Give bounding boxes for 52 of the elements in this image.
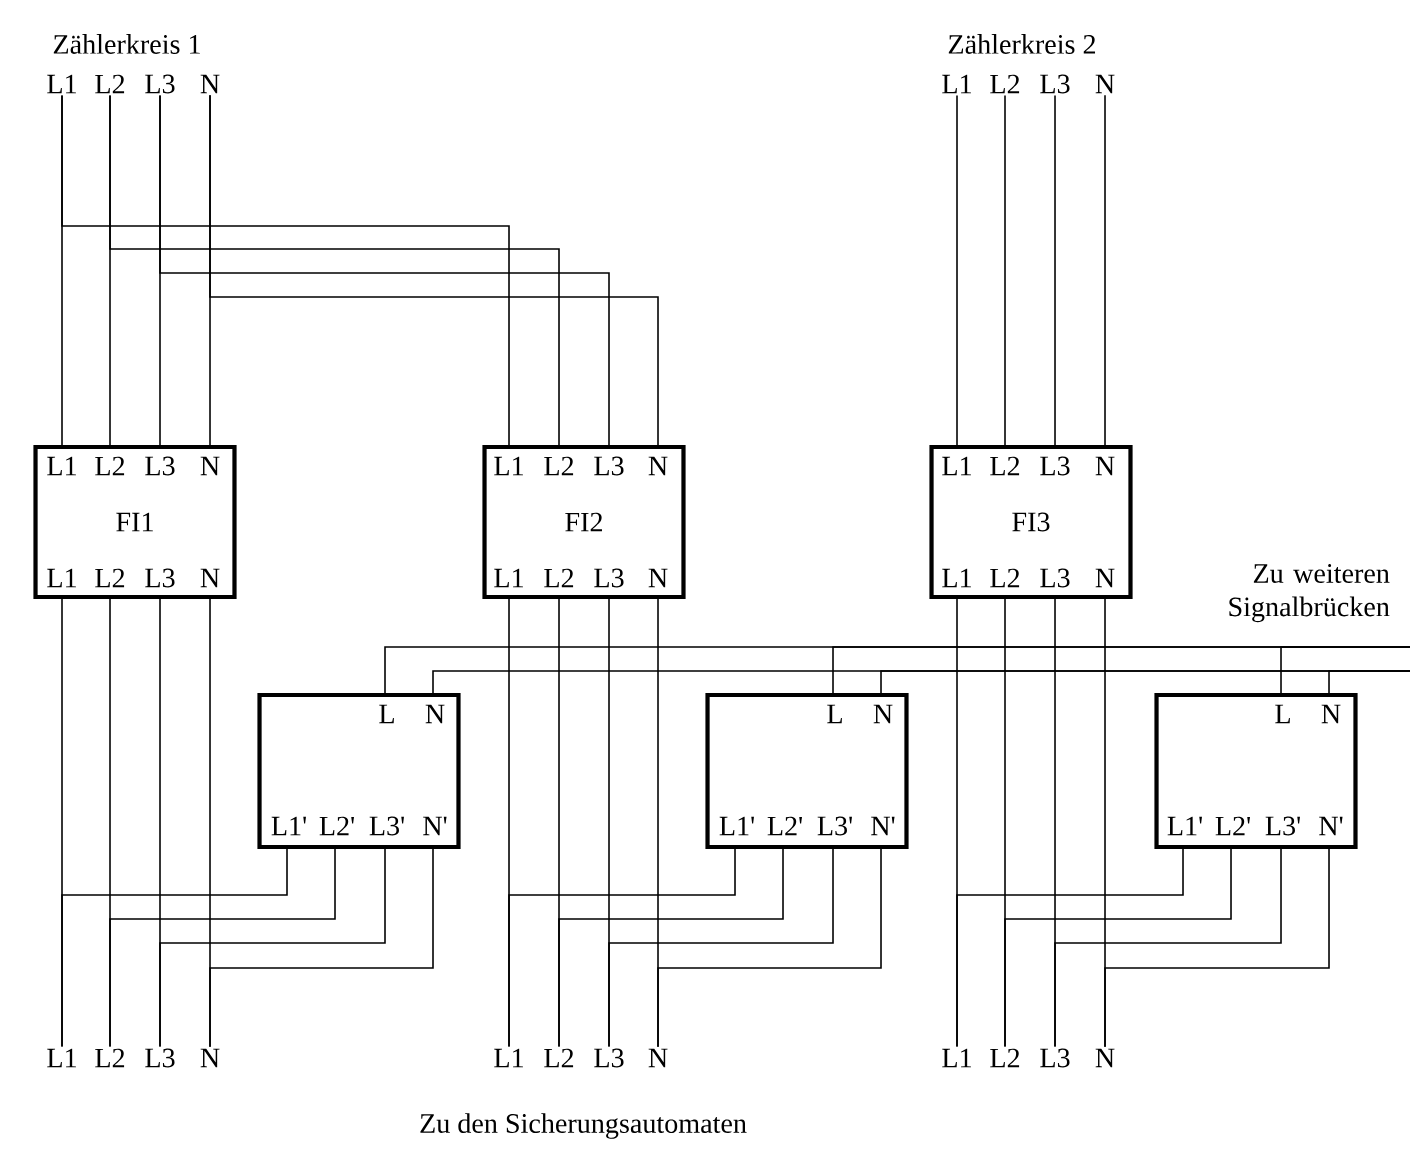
wire: [159, 94, 610, 448]
terminal-label: L1: [47, 1048, 76, 1068]
terminal-label: L2: [544, 1048, 574, 1068]
terminal-label: L3: [1040, 74, 1070, 94]
terminal-label: L2: [990, 1048, 1020, 1068]
terminal-label: N: [1095, 1048, 1115, 1068]
text-label: Zu den Sicherungsautomaten: [420, 1113, 747, 1139]
wire: [1104, 94, 1106, 448]
module-box: L N L1' L2' L3' N': [705, 692, 909, 850]
terminal-label: L3: [145, 1048, 175, 1068]
wire: [657, 846, 882, 1048]
text-label: Zählerkreis 1: [53, 34, 200, 54]
wire: [956, 846, 1184, 1048]
wire: [209, 846, 434, 1048]
terminal-label: N: [648, 1048, 668, 1068]
terminal-label: L2: [95, 74, 125, 94]
switch-box: L1 L2 L3 N FI2 L1 L2 L3 N: [482, 444, 686, 600]
terminal-label: L1: [47, 74, 76, 94]
terminal-label: L1: [942, 1048, 971, 1068]
switch-box: L1 L2 L3 N FI1 L1 L2 L3 N: [33, 444, 237, 600]
wire: [61, 846, 288, 1048]
wire: [1004, 94, 1006, 448]
terminal-label: L3: [594, 1048, 624, 1068]
module-box: L N L1' L2' L3' N': [257, 692, 461, 850]
wire: [1004, 846, 1232, 1048]
switch-box: L1 L2 L3 N FI3 L1 L2 L3 N: [929, 444, 1133, 600]
terminal-label: L2: [95, 1048, 125, 1068]
wire: [558, 846, 784, 1048]
terminal-label: N: [200, 74, 220, 94]
terminal-label: L3: [1040, 1048, 1070, 1068]
wire: [608, 846, 834, 1048]
wire: [1280, 646, 1411, 696]
wire: [508, 846, 736, 1048]
terminal-label: L1: [494, 1048, 523, 1068]
terminal-label: N: [1095, 74, 1115, 94]
wire: [109, 846, 336, 1048]
wire: [109, 94, 560, 448]
terminal-label: L2: [990, 74, 1020, 94]
text-label: Zählerkreis 2: [948, 34, 1095, 54]
module-box: L N L1' L2' L3' N': [1154, 692, 1358, 850]
wire: [956, 94, 958, 448]
wire: [1054, 846, 1282, 1048]
terminal-label: L1: [942, 74, 971, 94]
wire: [1104, 846, 1330, 1048]
wire: [1054, 94, 1056, 448]
terminal-label: N: [200, 1048, 220, 1068]
terminal-label: L3: [145, 74, 175, 94]
text-label: Zu weiteren Signalbrücken: [1229, 564, 1390, 623]
wire: [61, 94, 510, 448]
wire: [1328, 670, 1411, 696]
wire: [209, 94, 659, 448]
wire: [159, 846, 386, 1048]
